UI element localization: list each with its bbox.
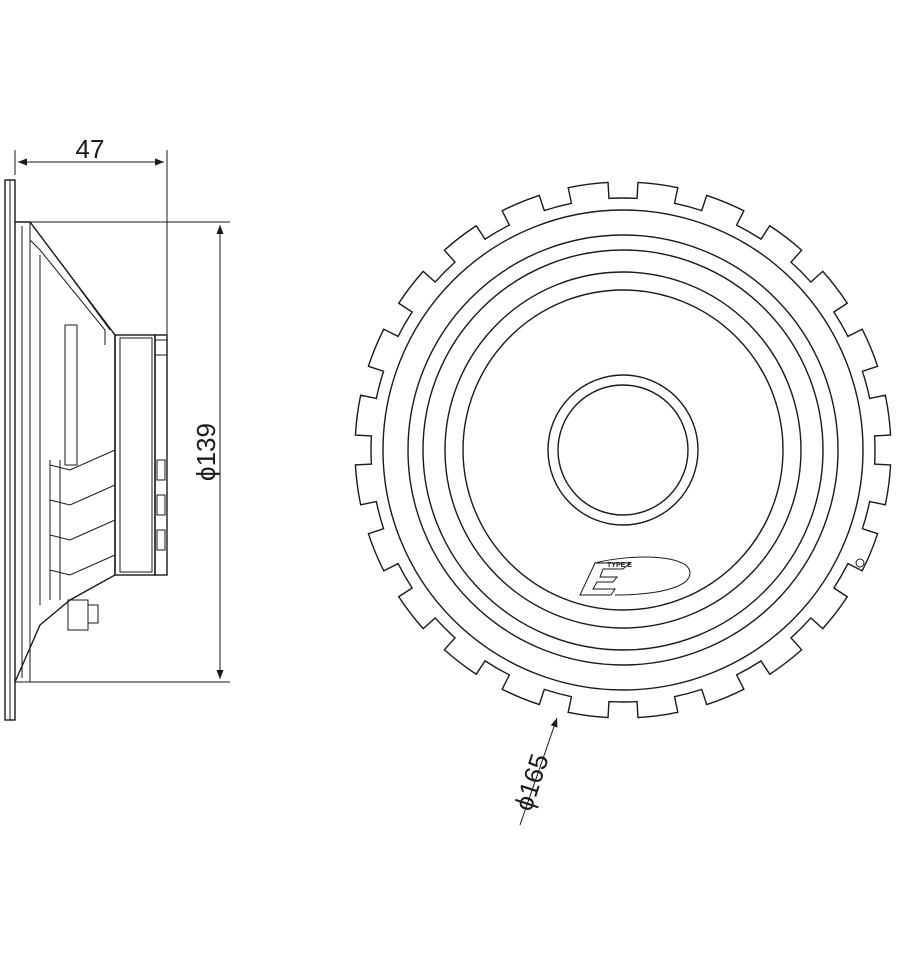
dust-cap-outer — [547, 374, 699, 526]
cone-edge — [444, 271, 802, 629]
terminal — [67, 599, 99, 631]
surround-outer — [407, 234, 839, 666]
type-e-logo: TYPE E — [579, 556, 691, 596]
logo-text: TYPE E — [607, 562, 632, 569]
surround-inner — [422, 249, 824, 651]
depth-label: 47 — [76, 134, 105, 164]
mount-diameter-dimension: ϕ139 — [165, 221, 230, 683]
depth-dimension: 47 — [14, 134, 168, 335]
front-view: TYPE E ϕ165 — [354, 181, 892, 826]
outer-diameter-label: ϕ165 — [508, 750, 554, 814]
mount-diameter-label: ϕ139 — [191, 423, 221, 481]
inner-frame-ring — [382, 209, 864, 691]
screw-hole — [855, 558, 865, 568]
dust-cap-inner — [557, 384, 689, 516]
magnet-assembly — [114, 334, 168, 576]
basket-outline — [14, 221, 165, 683]
outer-notched-ring — [354, 181, 892, 719]
cone-inner — [462, 289, 784, 611]
outer-diameter-dimension: ϕ165 — [508, 717, 558, 826]
side-view: 47 ϕ139 — [4, 134, 230, 721]
